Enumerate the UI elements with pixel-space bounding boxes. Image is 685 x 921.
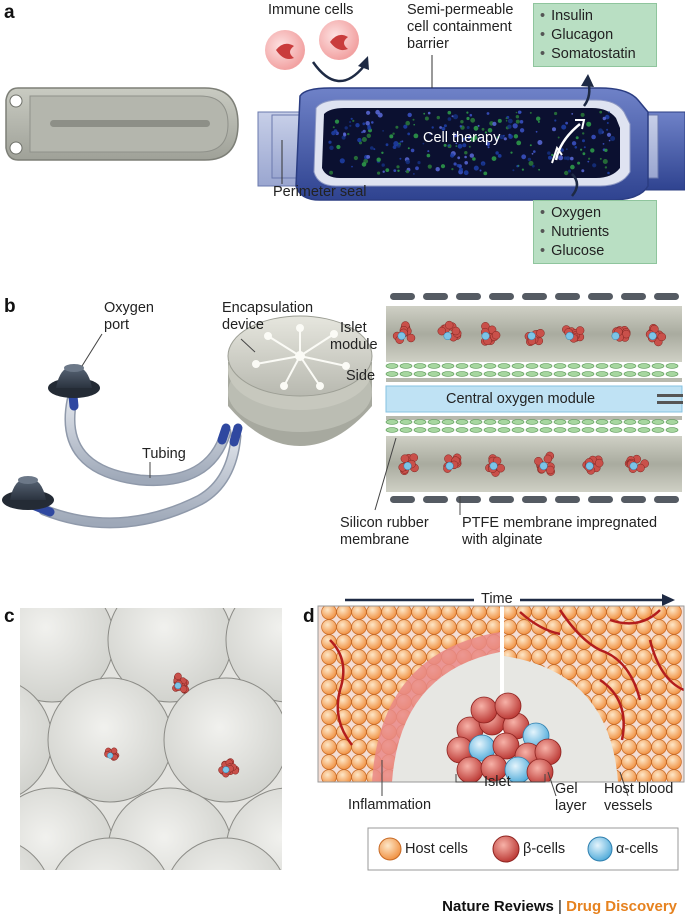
ptfe-label-2: with alginate — [462, 532, 543, 548]
capsule-spheres — [20, 608, 282, 870]
gel-layer — [504, 656, 618, 782]
host-vessels-label-2: vessels — [604, 798, 653, 814]
oxygen-port-label-1: Oxygen — [104, 300, 154, 316]
capsule-islets — [104, 672, 240, 778]
perimeter-seal-label: Perimeter seal — [273, 184, 367, 200]
host-cells-tissue — [321, 606, 684, 782]
gel-layer-label-1: Gel — [555, 781, 578, 797]
panel-a-illustration — [5, 20, 685, 201]
islet-module-label-1: Islet — [340, 320, 367, 336]
inflammation-band — [372, 632, 500, 782]
hormone-output-box: Insulin Glucagon Somatostatin — [533, 3, 657, 67]
silicon-label-2: membrane — [340, 532, 410, 548]
legend-beta-cells: β-cells — [523, 841, 566, 857]
output-item: Somatostatin — [540, 45, 656, 64]
gel-layer-label-2: layer — [555, 798, 587, 814]
panel-label-b: b — [4, 296, 16, 317]
central-oxygen-label: Central oxygen module — [446, 391, 596, 407]
tubing-line-1 — [66, 396, 230, 485]
inflammation-label: Inflammation — [348, 797, 432, 813]
islet-module-label-2: module — [330, 337, 378, 353]
islet-label: Islet — [484, 774, 511, 790]
encapsulation-label-2: device — [222, 317, 264, 333]
oxygen-port-label-2: port — [104, 317, 129, 333]
host-cells-swatch — [378, 837, 402, 861]
barrier-label-3: barrier — [407, 36, 449, 52]
host-vessels-label-1: Host blood — [604, 781, 674, 797]
output-item: Insulin — [540, 7, 656, 26]
big-device-body — [257, 87, 685, 201]
output-item: Glucagon — [540, 26, 656, 45]
barrier-label-1: Semi-permeable — [407, 2, 514, 18]
panel-label-c: c — [4, 606, 15, 627]
encapsulation-label-1: Encapsulation — [222, 300, 314, 316]
tubing-line-2 — [40, 432, 240, 527]
journal-name: Nature Reviews — [442, 898, 554, 915]
cell-therapy-label: Cell therapy — [423, 130, 501, 146]
silicon-label-1: Silicon rubber — [340, 515, 429, 531]
tubing-label: Tubing — [142, 446, 186, 462]
input-item: Oxygen — [540, 204, 656, 223]
journal-separator: | — [558, 898, 562, 915]
oxygen-port-icon — [2, 364, 100, 510]
journal-section: Drug Discovery — [566, 898, 677, 915]
immune-cells-label: Immune cells — [268, 2, 354, 18]
input-arrow — [571, 173, 579, 197]
beta-cells-swatch — [492, 835, 520, 863]
legend-alpha-cells: α-cells — [616, 841, 659, 857]
immune-cell-icon — [265, 20, 359, 70]
input-item: Nutrients — [540, 223, 656, 242]
barrier-label-2: cell containment — [407, 19, 512, 35]
panel-label-a: a — [4, 2, 15, 23]
side-label: Side — [346, 368, 376, 384]
alpha-cells-swatch — [587, 836, 613, 862]
input-item: Glucose — [540, 242, 656, 261]
time-label: Time — [481, 591, 513, 607]
islet-cluster — [446, 692, 562, 782]
journal-credit: Nature Reviews | Drug Discovery — [442, 898, 677, 915]
ptfe-label-1: PTFE membrane impregnated — [462, 515, 658, 531]
legend-host-cells: Host cells — [405, 841, 468, 857]
panel-label-d: d — [303, 606, 315, 627]
small-device-icon — [5, 87, 239, 161]
nutrient-input-box: Oxygen Nutrients Glucose — [533, 200, 657, 264]
immune-rejected-arrow — [311, 61, 365, 83]
cell-therapy-speckle — [328, 109, 616, 176]
